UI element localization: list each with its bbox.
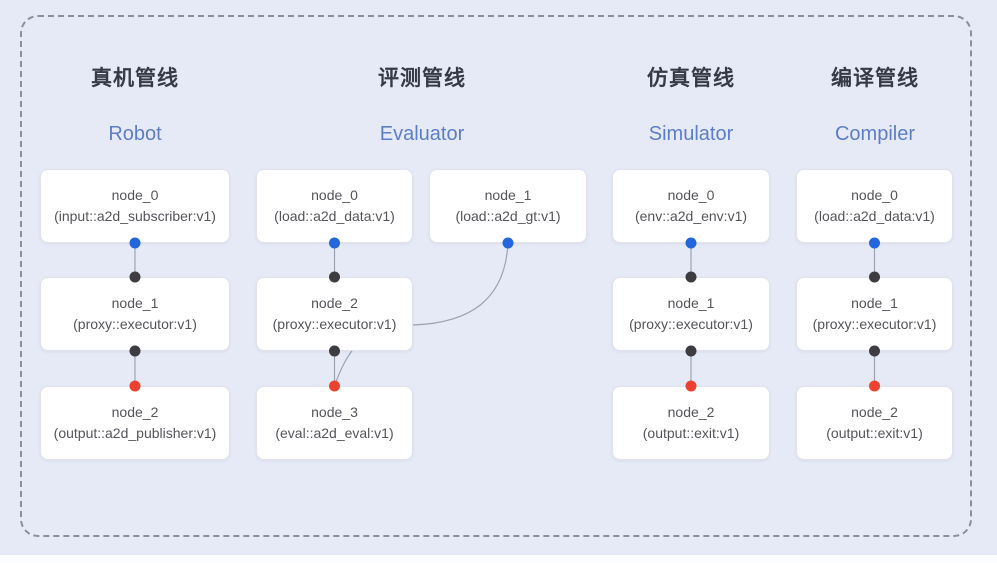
node-name: node_2 (851, 404, 898, 420)
node-detail: (load::a2d_data:v1) (814, 208, 935, 224)
pipeline-title-zh-evaluator: 评测管线 (378, 67, 466, 90)
node-detail: (proxy::executor:v1) (272, 316, 397, 332)
port-dot-red-evaluator-node3 (329, 380, 340, 392)
port-dot-black-simulator-node1-bottom (685, 345, 697, 357)
node-box-simulator-node2: node_2 (output::exit:v1) (612, 386, 770, 460)
node-name: node_1 (851, 295, 898, 311)
node-detail: (proxy::executor:v1) (812, 316, 937, 332)
node-box-simulator-node1: node_1 (proxy::executor:v1) (612, 277, 770, 351)
node-name: node_1 (484, 187, 532, 203)
pipeline-title-en-compiler: Compiler (834, 123, 916, 145)
node-detail: (input::a2d_subscriber:v1) (54, 208, 216, 224)
node-name: node_2 (111, 404, 159, 420)
edge-evaluator-n1-n3-curve (333, 242, 509, 387)
bottom-white-strip (0, 555, 997, 563)
port-dot-blue-compiler-node0 (869, 237, 880, 249)
pipeline-title-zh-robot: 真机管线 (91, 67, 179, 90)
pipeline-title-en-robot: Robot (108, 123, 162, 145)
dashed-border-frame (20, 15, 972, 537)
node-box-compiler-node2: node_2 (output::exit:v1) (796, 386, 953, 460)
node-detail: (proxy::executor:v1) (629, 316, 753, 332)
node-box-compiler-node0: node_0 (load::a2d_data:v1) (796, 169, 953, 243)
node-name: node_0 (667, 187, 715, 203)
port-dot-red-robot-node2 (129, 380, 141, 392)
node-box-simulator-node0: node_0 (env::a2d_env:v1) (612, 169, 770, 243)
node-name: node_2 (667, 404, 715, 420)
port-dot-blue-robot-node0 (129, 237, 141, 249)
node-detail: (output::a2d_publisher:v1) (53, 425, 217, 441)
node-detail: (output::exit:v1) (826, 425, 923, 441)
port-dot-black-evaluator-node2-bottom (329, 345, 340, 357)
port-dot-blue-simulator-node0 (685, 237, 697, 249)
node-name: node_0 (111, 187, 159, 203)
port-dot-black-simulator-node1-top (685, 271, 697, 283)
node-detail: (load::a2d_gt:v1) (455, 208, 561, 224)
node-detail: (proxy::executor:v1) (73, 316, 197, 332)
node-box-robot-node2: node_2 (output::a2d_publisher:v1) (40, 386, 230, 460)
node-name: node_1 (111, 295, 159, 311)
port-dot-black-robot-node1-bottom (129, 345, 141, 357)
node-box-evaluator-node3: node_3 (eval::a2d_eval:v1) (256, 386, 413, 460)
port-dot-blue-evaluator-node0 (329, 237, 340, 249)
node-box-robot-node1: node_1 (proxy::executor:v1) (40, 277, 230, 351)
node-box-evaluator-node2: node_2 (proxy::executor:v1) (256, 277, 413, 351)
port-dot-red-simulator-node2 (685, 380, 697, 392)
node-detail: (env::a2d_env:v1) (634, 208, 748, 224)
node-name: node_1 (667, 295, 715, 311)
port-dot-blue-evaluator-node1 (502, 237, 514, 249)
node-name: node_0 (851, 187, 898, 203)
node-detail: (output::exit:v1) (642, 425, 740, 441)
pipeline-title-zh-simulator: 仿真管线 (647, 67, 735, 90)
port-dot-black-compiler-node1-bottom (869, 345, 880, 357)
node-name: node_2 (311, 295, 358, 311)
pipeline-title-en-simulator: Simulator (648, 123, 734, 145)
pipeline-title-zh-compiler: 编译管线 (831, 67, 919, 90)
node-box-robot-node0: node_0 (input::a2d_subscriber:v1) (40, 169, 230, 243)
node-name: node_0 (311, 187, 358, 203)
node-detail: (load::a2d_data:v1) (274, 208, 395, 224)
node-name: node_3 (311, 404, 358, 420)
pipeline-title-en-evaluator: Evaluator (379, 123, 465, 145)
node-box-evaluator-node1: node_1 (load::a2d_gt:v1) (429, 169, 587, 243)
port-dot-red-compiler-node2 (869, 380, 880, 392)
port-dot-black-robot-node1-top (129, 271, 141, 283)
port-dot-black-compiler-node1-top (869, 271, 880, 283)
node-detail: (eval::a2d_eval:v1) (275, 425, 394, 441)
port-dot-black-evaluator-node2-top (329, 271, 340, 283)
